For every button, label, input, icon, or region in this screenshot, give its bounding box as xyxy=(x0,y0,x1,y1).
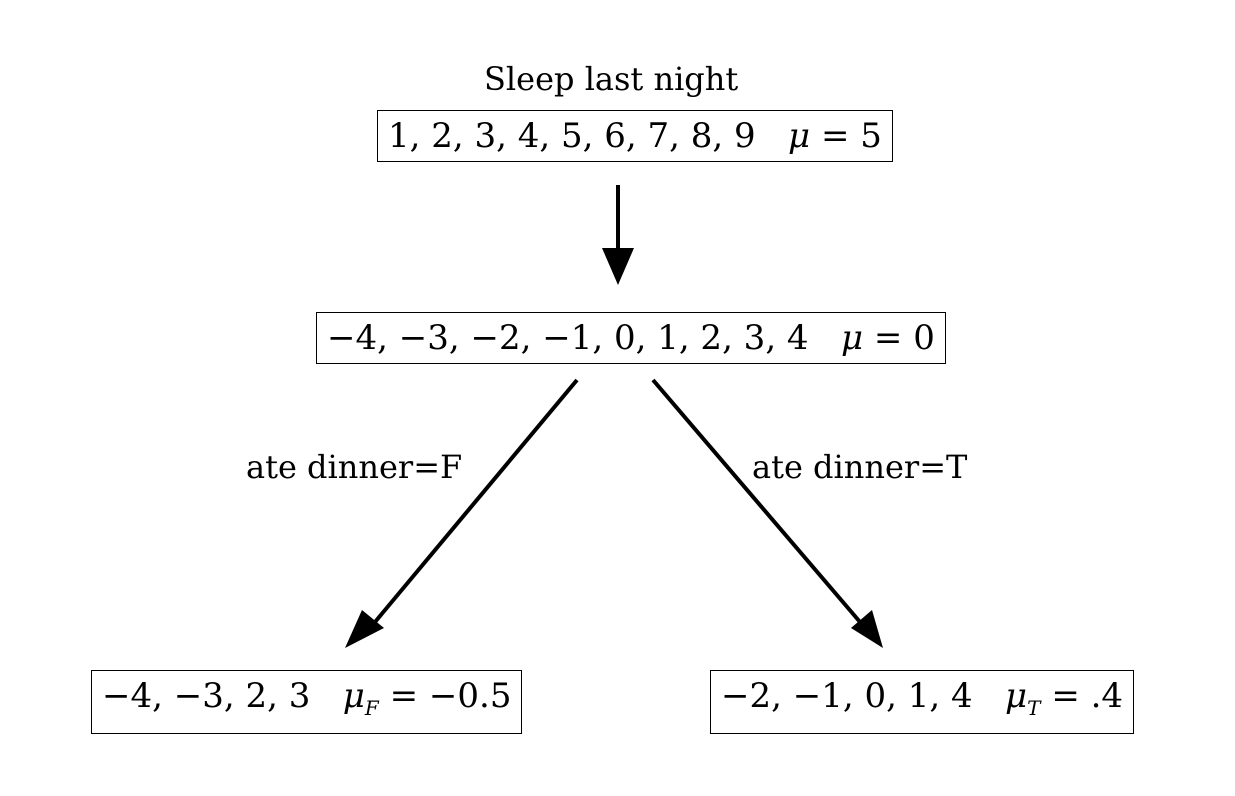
arrow-to-right xyxy=(651,378,862,624)
edge-label-true: ate dinner=T xyxy=(752,448,968,486)
root-node: 1, 2, 3, 4, 5, 6, 7, 8, 9 μ = 5 xyxy=(377,110,893,162)
mean-symbol: μ xyxy=(841,318,864,358)
mean-subscript: T xyxy=(1027,695,1041,720)
left-values: −4, −3, 2, 3 xyxy=(102,676,311,716)
centered-mean: = 0 xyxy=(873,318,935,358)
arrowhead xyxy=(602,248,634,285)
arrowhead xyxy=(345,610,384,648)
left-mean: = −0.5 xyxy=(389,676,512,716)
right-values: −2, −1, 0, 1, 4 xyxy=(721,676,973,716)
right-node: −2, −1, 0, 1, 4 μT = .4 xyxy=(710,670,1135,734)
edge-label-false: ate dinner=F xyxy=(246,448,463,486)
arrow-to-left xyxy=(373,378,579,624)
mean-symbol: μ xyxy=(1005,676,1028,716)
root-mean: = 5 xyxy=(820,116,882,156)
mean-symbol: μ xyxy=(342,676,365,716)
right-mean: = .4 xyxy=(1051,676,1124,716)
centered-values: −4, −3, −2, −1, 0, 1, 2, 3, 4 xyxy=(327,318,809,358)
mean-subscript: F xyxy=(364,695,379,720)
left-node: −4, −3, 2, 3 μF = −0.5 xyxy=(91,670,523,734)
root-values: 1, 2, 3, 4, 5, 6, 7, 8, 9 xyxy=(388,116,756,156)
mean-symbol: μ xyxy=(788,116,811,156)
arrowhead xyxy=(851,610,883,648)
centered-node: −4, −3, −2, −1, 0, 1, 2, 3, 4 μ = 0 xyxy=(316,312,946,364)
root-title: Sleep last night xyxy=(484,60,739,98)
